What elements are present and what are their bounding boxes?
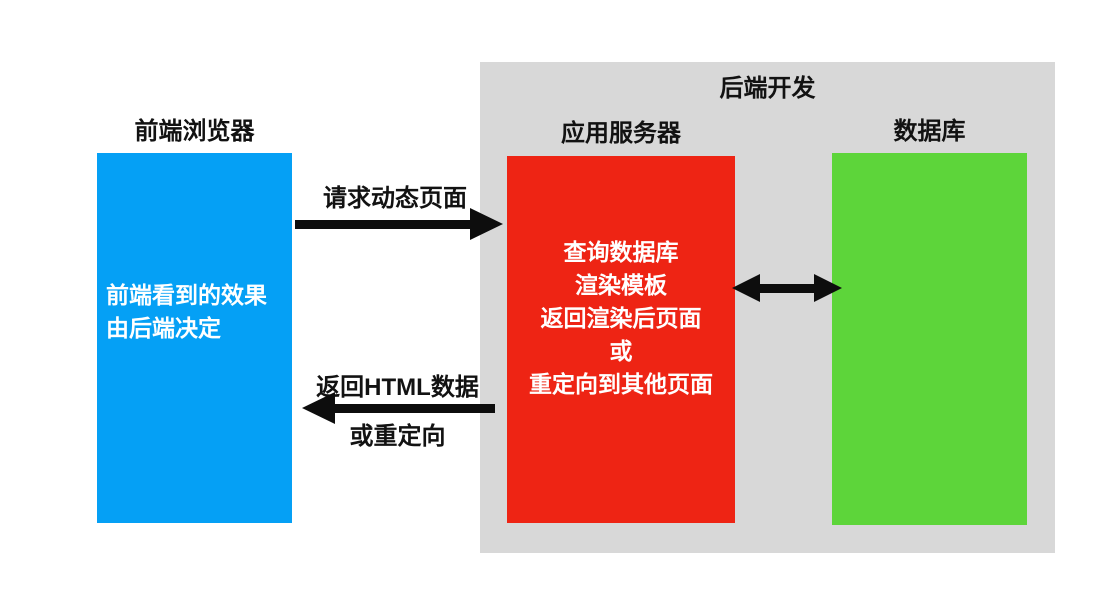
server-db-arrow xyxy=(757,284,817,293)
response-arrow-head-icon xyxy=(302,392,335,424)
server-box-text-line: 渲染模板 xyxy=(575,272,667,298)
response-arrow-label-top: 返回HTML数据 xyxy=(316,374,479,401)
server-box-text-line: 返回渲染后页面 xyxy=(540,305,702,331)
frontend-box-text-line: 前端看到的效果 xyxy=(106,282,267,308)
backend-title: 后端开发 xyxy=(719,75,816,102)
database-box xyxy=(832,153,1027,525)
request-arrow xyxy=(295,220,471,229)
response-arrow xyxy=(333,404,495,413)
app-server-label: 应用服务器 xyxy=(561,120,681,147)
server-box-text: 查询数据库 渲染模板 返回渲染后页面 或 重定向到其他页面 xyxy=(507,236,735,401)
frontend-box-text-line: 由后端决定 xyxy=(106,315,221,341)
server-db-arrow-right-head-icon xyxy=(814,274,842,302)
request-arrow-label: 请求动态页面 xyxy=(323,185,467,212)
frontend-browser-label: 前端浏览器 xyxy=(134,118,255,145)
server-db-arrow-left-head-icon xyxy=(732,274,760,302)
database-label: 数据库 xyxy=(893,118,966,145)
frontend-box-text: 前端看到的效果 由后端决定 xyxy=(106,279,288,345)
frontend-browser-box: 前端看到的效果 由后端决定 xyxy=(97,153,292,523)
request-arrow-head-icon xyxy=(470,208,503,240)
app-server-box: 查询数据库 渲染模板 返回渲染后页面 或 重定向到其他页面 xyxy=(507,156,735,523)
server-box-text-line: 查询数据库 xyxy=(563,239,679,265)
server-box-text-line: 重定向到其他页面 xyxy=(529,371,713,397)
response-arrow-label-bottom: 或重定向 xyxy=(349,423,446,450)
server-box-text-line: 或 xyxy=(609,338,633,364)
